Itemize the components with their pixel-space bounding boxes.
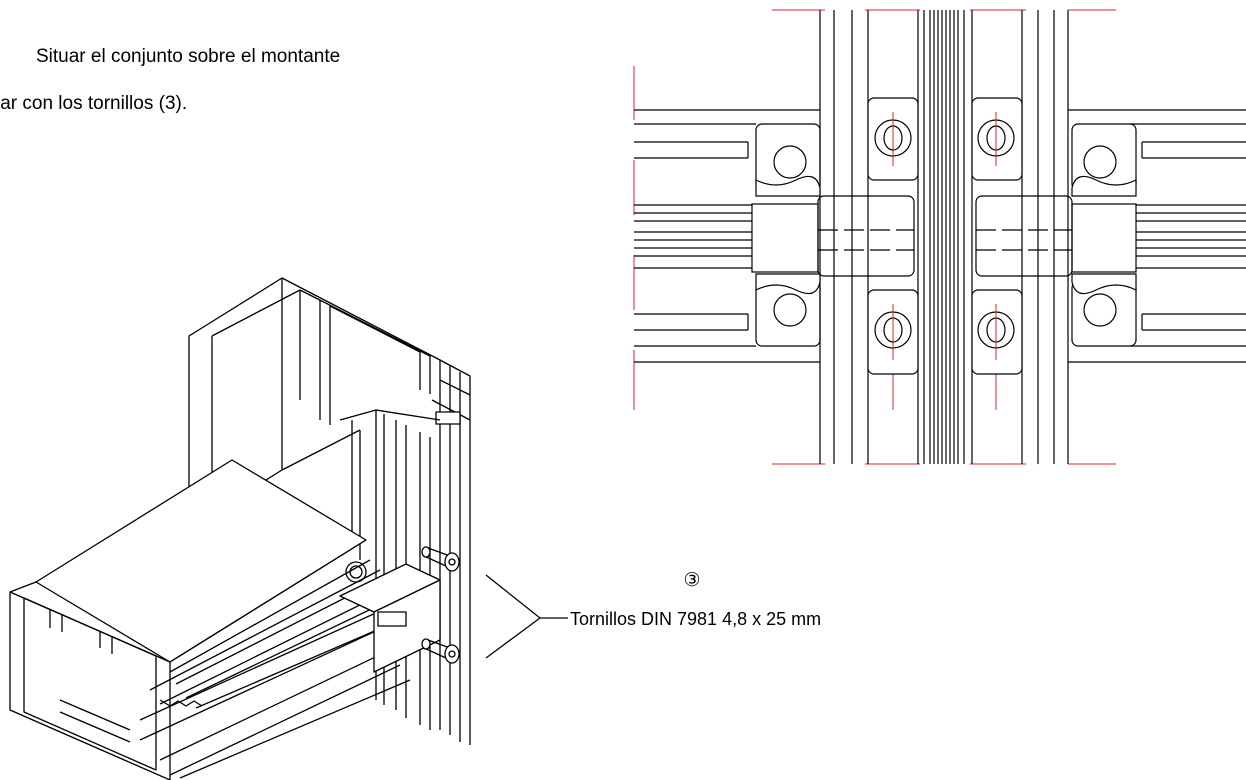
left-transom-boxes xyxy=(751,123,915,347)
callout-label: Tornillos DIN 7981 4,8 x 25 mm xyxy=(570,609,822,629)
transom-section xyxy=(634,109,1246,363)
instruction-line-2: jar con los tornillos (3). xyxy=(0,93,188,114)
mullion-section xyxy=(819,10,1069,464)
screw-upper xyxy=(421,546,460,572)
transom-profile xyxy=(9,459,411,780)
callout-leader xyxy=(485,574,568,659)
connector-block xyxy=(339,561,441,673)
mullion-profile xyxy=(188,277,471,745)
centerlines xyxy=(633,9,1116,465)
callout-number: ③ xyxy=(683,570,701,591)
plan-screw-centerlines xyxy=(892,112,997,360)
instruction-line-1: Situar el conjunto sobre el montante xyxy=(36,46,341,67)
right-transom-boxes xyxy=(975,123,1137,347)
plan-screws-right xyxy=(971,97,1023,375)
screw-lower xyxy=(421,638,460,664)
